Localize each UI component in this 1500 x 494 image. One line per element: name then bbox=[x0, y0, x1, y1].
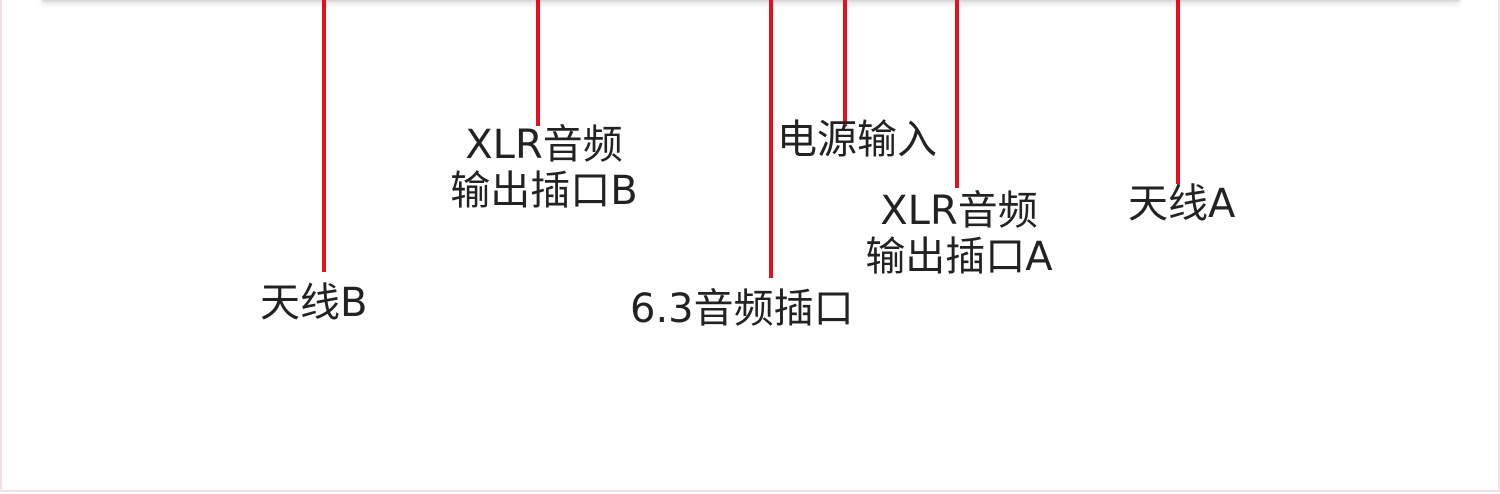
leader-line-jack-6-3 bbox=[769, 0, 773, 278]
leader-line-xlr-out-a bbox=[955, 0, 959, 188]
leader-line-power-in bbox=[843, 0, 847, 126]
callout-antenna-b: 天线B bbox=[260, 280, 368, 326]
callout-xlr-out-a: XLR音频 输出插口A bbox=[853, 188, 1065, 280]
leader-line-antenna-a bbox=[1176, 0, 1180, 184]
leader-line-antenna-b bbox=[322, 0, 326, 272]
callout-jack-6-3: 6.3音频插口 bbox=[630, 286, 854, 332]
callout-xlr-out-a-line1: XLR音频 bbox=[880, 188, 1038, 234]
callout-xlr-out-b: XLR音频 输出插口B bbox=[438, 122, 650, 214]
callout-power-in: 电源输入 bbox=[777, 117, 937, 163]
callout-xlr-out-a-line2: 输出插口A bbox=[865, 234, 1053, 280]
leader-line-xlr-out-b bbox=[536, 0, 540, 126]
device-bottom-edge bbox=[42, 0, 1460, 1]
callout-antenna-a: 天线A bbox=[1128, 181, 1236, 227]
callout-xlr-out-b-line1: XLR音频 bbox=[465, 122, 623, 168]
callout-xlr-out-b-line2: 输出插口B bbox=[450, 168, 638, 214]
